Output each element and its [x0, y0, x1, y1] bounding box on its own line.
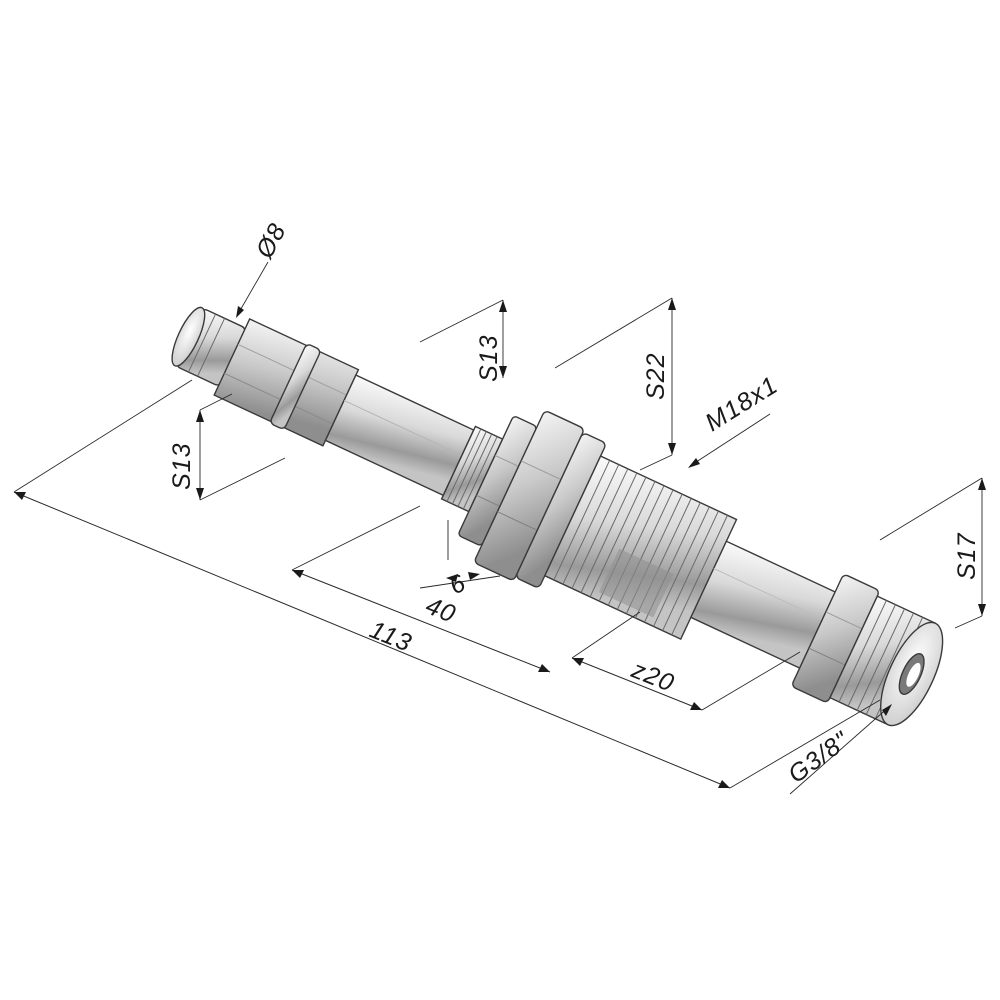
label-hex-nut-small: S13: [475, 335, 503, 382]
label-thread-main: M18x1: [700, 371, 783, 437]
label-hex-right: S17: [953, 532, 981, 580]
thread-small: [440, 425, 504, 513]
thread-main-m18: [543, 455, 738, 641]
hex-left-s13: [213, 318, 360, 447]
nut-s22: [474, 411, 606, 588]
dim-thread-main: M18x1: [688, 371, 783, 468]
label-diameter-tip: Ø8: [250, 218, 292, 263]
dim-hex-nut-large: S22: [554, 297, 676, 471]
dim-hex-right: S17: [879, 477, 986, 629]
label-length-z20: z20: [627, 655, 679, 698]
thread-port-g38: [829, 595, 944, 727]
dim-diameter-tip: Ø8: [236, 218, 292, 318]
label-nut-thickness: 6: [445, 569, 471, 601]
dim-hex-left: S13: [168, 393, 286, 501]
label-hex-left: S13: [168, 443, 196, 490]
label-length-total: 113: [366, 616, 416, 658]
dim-hex-nut-small: S13: [419, 299, 507, 382]
label-hex-nut-large: S22: [642, 353, 670, 400]
fitting-body: [171, 306, 944, 727]
